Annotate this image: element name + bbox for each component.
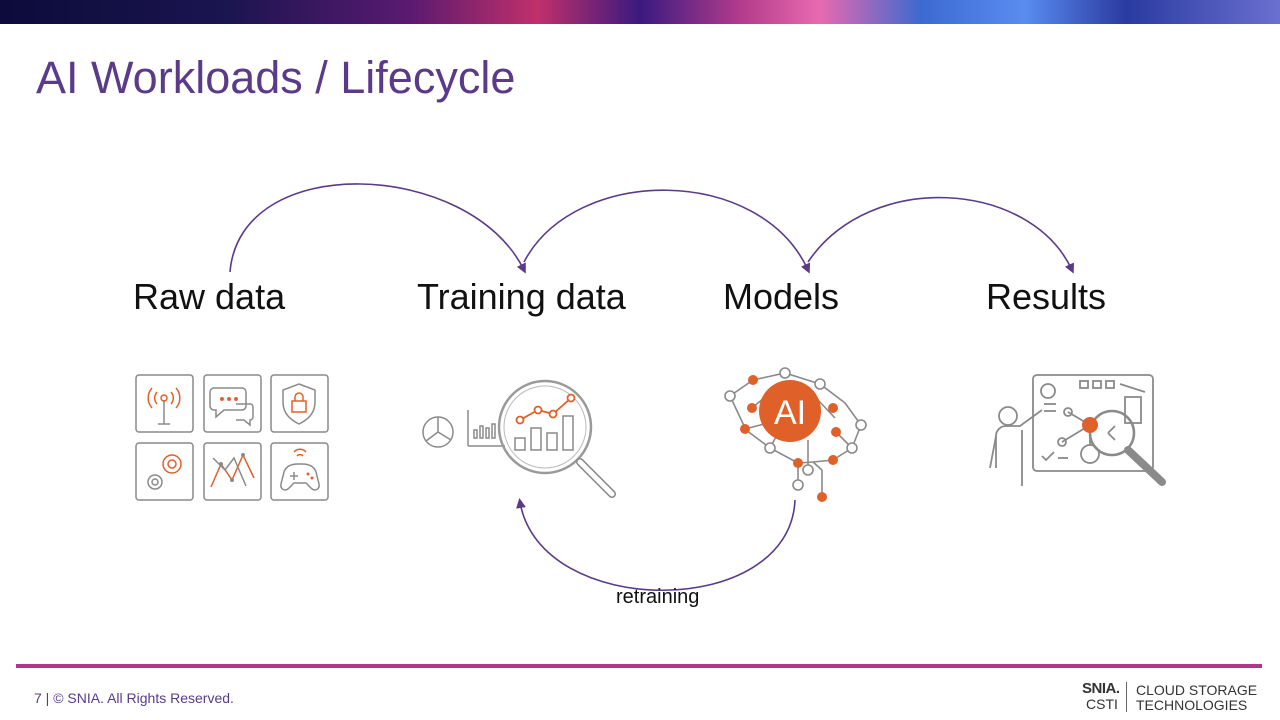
slide-title: AI Workloads / Lifecycle (36, 52, 516, 103)
arrow-models-to-results (807, 196, 1074, 274)
logo-mark: SNIA. (1082, 680, 1120, 697)
antenna-icon (147, 387, 181, 425)
chat-icon (209, 387, 254, 427)
arrow-retraining (516, 498, 796, 591)
gamepad-icon (280, 448, 320, 491)
footer-text: 7 | © SNIA. All Rights Reserved. (34, 690, 234, 706)
snia-csti-logo: SNIA. CSTI CLOUD STORAGE TECHNOLOGIES (1082, 680, 1272, 714)
shield-lock-icon (282, 383, 316, 425)
stage-results: Results (986, 276, 1107, 317)
logo-line1: CLOUD STORAGE (1136, 682, 1258, 698)
arrow-raw-to-training (229, 183, 526, 274)
logo-sub: CSTI (1086, 696, 1118, 712)
logo-line2: TECHNOLOGIES (1136, 697, 1248, 713)
gears-icon (147, 454, 182, 490)
stage-training-data: Training data (417, 276, 626, 317)
stage-raw-data: Raw data (133, 276, 286, 317)
stage-models: Models (723, 276, 840, 317)
logo-divider (1126, 682, 1127, 712)
arrow-training-to-models (523, 189, 811, 274)
graph-icon (210, 453, 255, 488)
header-banner (0, 0, 1280, 24)
retraining-label: retraining (616, 586, 700, 608)
svg-text:AI: AI (774, 394, 806, 432)
footer-rule (16, 664, 1262, 668)
